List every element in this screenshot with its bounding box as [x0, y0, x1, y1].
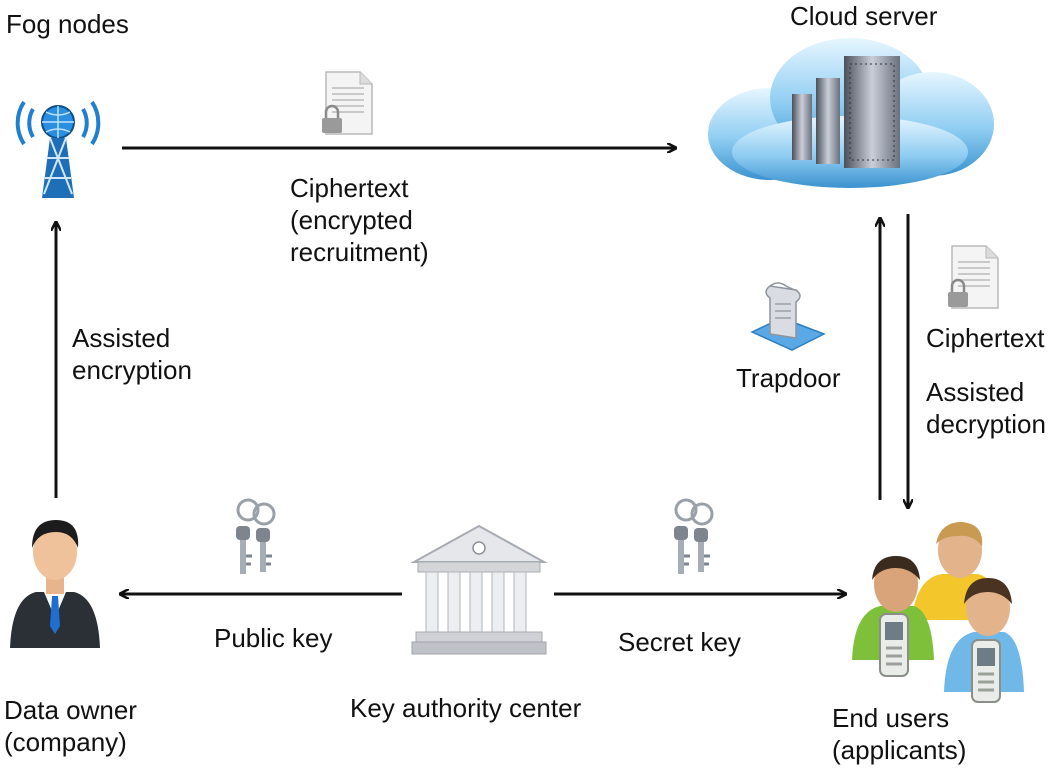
scroll-icon [748, 278, 828, 352]
data-owner-label-line: Data owner [4, 695, 137, 725]
public-key-label: Public key [214, 623, 333, 653]
keys-icon [664, 496, 722, 578]
businessman-icon [6, 508, 104, 650]
ciphertext-edge-label-line: recruitment) [290, 237, 429, 267]
ciphertext-edge-label-line: (encrypted [290, 205, 413, 235]
user-group-icon [848, 516, 1024, 712]
end-users-label-line: (applicants) [832, 735, 967, 765]
fog-nodes-label: Fog nodes [6, 9, 129, 39]
cloud-server-label: Cloud server [790, 1, 938, 31]
trapdoor-label: Trapdoor [736, 363, 841, 393]
assisted-encryption-label: Assisted encryption [72, 322, 192, 386]
locked-document-icon [318, 70, 376, 136]
cloud-server-icon [700, 34, 1000, 190]
ciphertext-edge-label: Ciphertext (encrypted recruitment) [290, 172, 429, 268]
assisted-decryption-label: Assisted decryption [926, 376, 1046, 440]
data-owner-label-line: (company) [4, 727, 127, 757]
assisted-decryption-label-line: decryption [926, 409, 1046, 439]
assisted-encryption-label-line: encryption [72, 355, 192, 385]
bank-building-icon [410, 524, 548, 656]
end-users-label-line: End users [832, 703, 950, 733]
data-owner-label: Data owner (company) [4, 694, 137, 758]
end-users-label: End users (applicants) [832, 702, 966, 766]
secret-key-label: Secret key [618, 627, 741, 657]
ciphertext-edge-label-line: Ciphertext [290, 173, 409, 203]
assisted-decryption-label-line: Assisted [926, 377, 1025, 407]
ciphertext-down-label: Ciphertext [926, 323, 1045, 353]
keys-icon [226, 496, 284, 578]
antenna-tower-icon [12, 82, 104, 202]
locked-document-icon [944, 244, 1002, 310]
assisted-encryption-label-line: Assisted [72, 323, 171, 353]
key-authority-center-label: Key authority center [350, 693, 582, 723]
